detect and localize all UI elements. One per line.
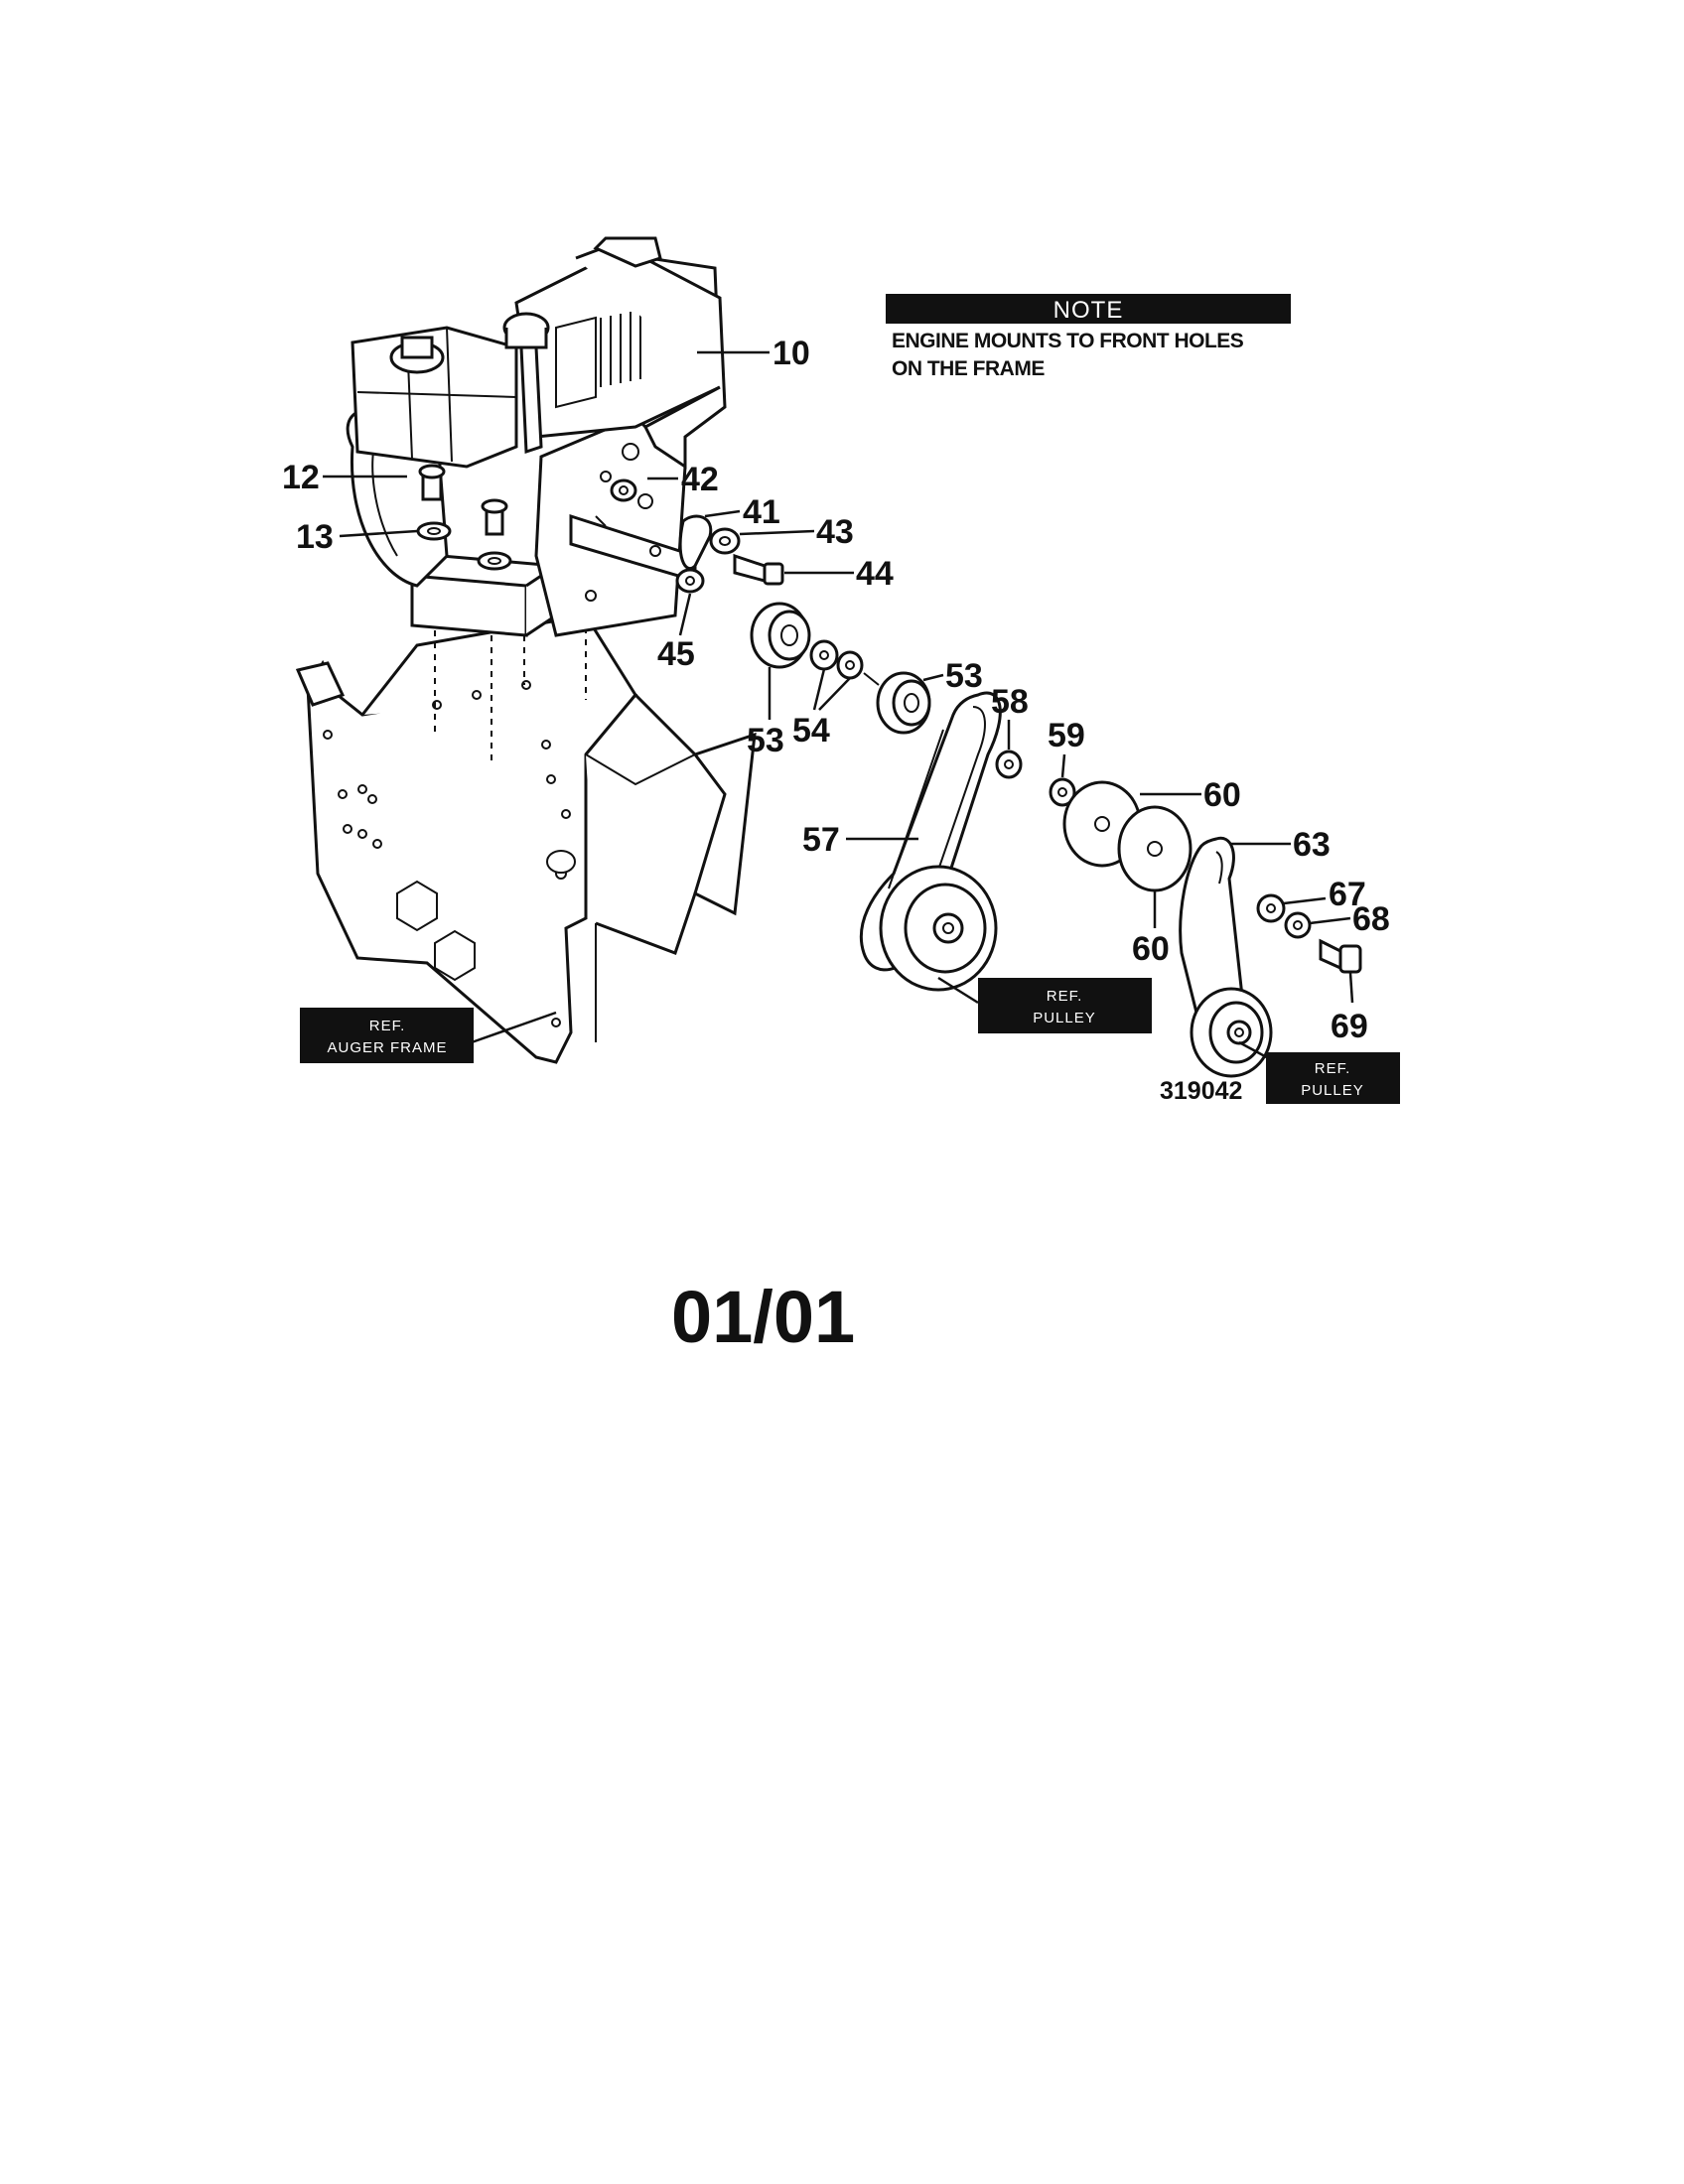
- page-number: 01/01: [671, 1276, 855, 1358]
- bearings-53-54: [750, 602, 931, 735]
- callout-42: 42: [681, 461, 719, 498]
- callout-59: 59: [1048, 717, 1085, 754]
- spacer-41: [678, 514, 713, 570]
- leader-lines: [323, 350, 1354, 1064]
- ref-auger-frame-label: REF. AUGER FRAME: [300, 1008, 474, 1063]
- bolt-and-washer-12-13: [416, 464, 512, 571]
- hardware-58-60: [995, 750, 1193, 892]
- callout-43: 43: [816, 513, 854, 551]
- auger-frame-front-plate: [306, 659, 638, 1064]
- mounting-rail: [410, 574, 528, 637]
- callout-68: 68: [1352, 900, 1390, 938]
- belt-57-and-pulley: [859, 691, 1002, 992]
- callout-44: 44: [856, 555, 894, 593]
- ref-pulley-2-label: REF. PULLEY: [1266, 1052, 1400, 1104]
- callout-labels: 10 12 13 42 41 43 44 45 53 53 54 58 59 5…: [282, 335, 1390, 1045]
- callout-45: 45: [657, 635, 695, 673]
- ref-pulley-2-line-1: REF.: [1315, 1060, 1351, 1077]
- callout-53-right: 53: [945, 657, 983, 695]
- callout-54: 54: [792, 712, 830, 750]
- callout-67: 67: [1329, 876, 1366, 913]
- callout-57: 57: [802, 821, 840, 859]
- ref-pulley-1-line-1: REF.: [1047, 988, 1083, 1005]
- callout-69: 69: [1331, 1008, 1368, 1045]
- auger-frame-side-plate: [584, 692, 757, 955]
- note-box: NOTE ENGINE MOUNTS TO FRONT HOLES ON THE…: [886, 294, 1291, 380]
- note-line-1: ENGINE MOUNTS TO FRONT HOLES: [892, 330, 1244, 352]
- ref-pulley-1-line-2: PULLEY: [1033, 1010, 1096, 1026]
- ref-pulley-2-line-2: PULLEY: [1301, 1082, 1364, 1099]
- ref-auger-frame-line-2: AUGER FRAME: [327, 1039, 447, 1056]
- callout-60-lower: 60: [1132, 930, 1170, 968]
- note-line-2: ON THE FRAME: [892, 357, 1045, 380]
- bolt-69: [1319, 938, 1342, 971]
- auger-frame-drawing: [295, 614, 757, 1064]
- hex-cutout: [396, 880, 438, 932]
- belt-63-and-pulley: [1179, 836, 1273, 1078]
- callout-53-left: 53: [747, 722, 784, 759]
- note-heading: NOTE: [1053, 297, 1124, 324]
- callout-13: 13: [296, 518, 334, 556]
- engine-drawing: [346, 236, 727, 764]
- auger-frame-rear-flange: [693, 753, 727, 894]
- ref-pulley-1-label: REF. PULLEY: [978, 978, 1152, 1033]
- hardware-41-45: [610, 478, 784, 594]
- ref-auger-frame-line-1: REF.: [369, 1018, 406, 1034]
- callout-60-upper: 60: [1203, 776, 1241, 814]
- callout-63: 63: [1293, 826, 1331, 864]
- callout-10: 10: [772, 335, 810, 372]
- hex-cutout: [434, 929, 476, 982]
- note-heading-bar: [886, 294, 1291, 324]
- hardware-67-69: [1256, 893, 1362, 974]
- bolt-44: [733, 553, 767, 583]
- diagram-id: 319042: [1160, 1077, 1242, 1105]
- callout-58: 58: [991, 683, 1029, 721]
- callout-41: 41: [743, 493, 780, 531]
- callout-12: 12: [282, 459, 320, 496]
